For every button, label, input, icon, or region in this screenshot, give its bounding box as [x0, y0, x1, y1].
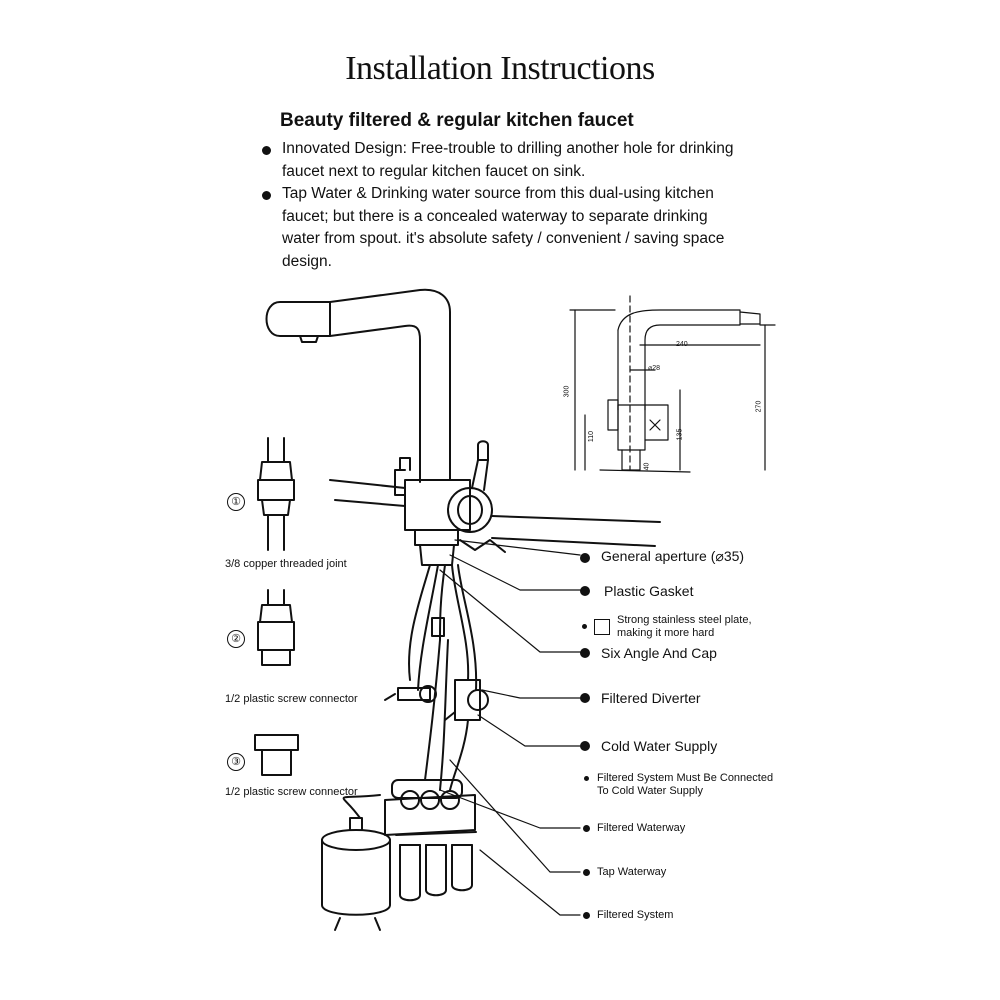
dim-300-label: 300 [563, 385, 571, 398]
dim-240-label: 240 [676, 341, 688, 348]
callout-bullet [583, 869, 590, 876]
dim-135-label: 135 [676, 428, 684, 441]
part-number-3: ③ [227, 753, 245, 771]
part-2-drawing [257, 589, 295, 666]
callout-bullet [583, 825, 590, 832]
plastic-gasket-label: Plastic Gasket [604, 583, 694, 599]
feature-bullet: Tap Water & Drinking water source from t… [262, 183, 782, 273]
dimension-drawing [569, 295, 776, 473]
callout-bullet [580, 586, 590, 596]
dim-40-label: 40 [643, 462, 651, 471]
filtered-system-label: Filtered System [597, 909, 674, 921]
callout-bullet [580, 553, 590, 563]
callout-bullet [580, 648, 590, 658]
dim-28-label: ⌀28 [648, 365, 661, 372]
callout-bullet [580, 693, 590, 703]
feature-list: Innovated Design: Free-trouble to drilli… [262, 138, 782, 273]
callout-bullet [582, 624, 587, 629]
filter-system-illustration [321, 779, 477, 931]
filtered-note-label: Filtered System Must Be Connected To Col… [597, 772, 774, 797]
steel-plate-label: Strong stainless steel plate, making it … [617, 614, 752, 639]
part-1-label: 3/8 copper threaded joint [225, 558, 347, 570]
general-aperture-label: General aperture (⌀35) [601, 548, 745, 564]
tap-waterway-label: Tap Waterway [597, 866, 667, 878]
page-title: Installation Instructions [345, 50, 655, 87]
callout-bullet [580, 741, 590, 751]
filtered-diverter-label: Filtered Diverter [601, 690, 701, 706]
faucet-illustration [265, 288, 661, 791]
part-number-2: ② [227, 630, 245, 648]
callout-bullet [583, 912, 590, 919]
part-3-drawing [254, 734, 299, 776]
part-2-label: 1/2 plastic screw connector [225, 693, 358, 705]
steel-plate-symbol [594, 619, 610, 635]
dim-110-label: 110 [588, 430, 596, 443]
six-angle-label: Six Angle And Cap [601, 645, 717, 661]
product-subtitle: Beauty filtered & regular kitchen faucet [280, 110, 634, 131]
part-3-label: 1/2 plastic screw connector [225, 786, 358, 798]
feature-bullet: Innovated Design: Free-trouble to drilli… [262, 138, 782, 183]
callout-bullet [584, 776, 589, 781]
part-number-1: ① [227, 493, 245, 511]
part-1-drawing [257, 437, 295, 551]
filtered-waterway-label: Filtered Waterway [597, 822, 686, 834]
dim-270-label: 270 [755, 400, 763, 413]
leader-lines [439, 539, 581, 916]
cold-water-label: Cold Water Supply [601, 738, 718, 754]
